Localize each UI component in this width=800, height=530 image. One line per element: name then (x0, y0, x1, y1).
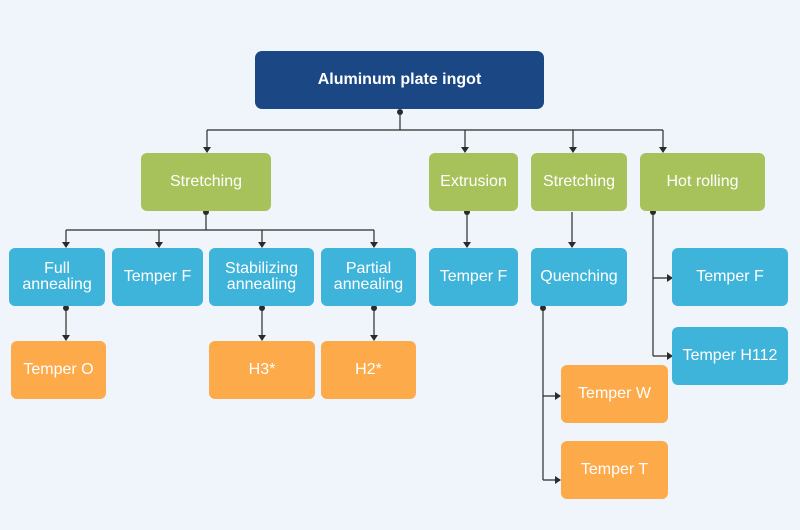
connector-root-bus (206, 112, 664, 152)
result-node-h3: H3* (209, 341, 315, 399)
arrow-head (370, 335, 378, 341)
step-node-stabilizing-annealing: Stabilizing annealing (209, 248, 314, 306)
arrow-head (370, 242, 378, 248)
step-node-full-annealing: Full annealing (9, 248, 105, 306)
arrow-head (568, 242, 576, 248)
process-node-hot-rolling: Hot rolling (640, 153, 765, 211)
result-node-temper-o: Temper O (11, 341, 106, 399)
arrow-head (258, 242, 266, 248)
arrow-head (155, 242, 163, 248)
arrow-head (258, 335, 266, 341)
arrow-head (555, 392, 561, 400)
result-node-temper-t: Temper T (561, 441, 668, 499)
root-node-aluminum-plate-ingot: Aluminum plate ingot (255, 51, 544, 109)
connector-dot (397, 109, 403, 115)
connector-stretching-bus (65, 212, 375, 247)
process-node-stretching-left: Stretching (141, 153, 271, 211)
step-node-temper-f-left: Temper F (112, 248, 203, 306)
arrow-head (555, 476, 561, 484)
connector-dot (540, 305, 546, 311)
process-node-stretching-right: Stretching (531, 153, 627, 211)
arrow-head (569, 147, 577, 153)
arrow-head (667, 274, 673, 282)
step-node-temper-f-hot-rolling: Temper F (672, 248, 788, 306)
arrow-head (62, 242, 70, 248)
connector-dot (371, 305, 377, 311)
connector-dot (259, 305, 265, 311)
result-node-temper-w: Temper W (561, 365, 668, 423)
step-node-temper-f-extrusion: Temper F (429, 248, 518, 306)
arrow-head (667, 352, 673, 360)
result-node-h2: H2* (321, 341, 416, 399)
connector-hot-rolling (652, 212, 672, 357)
step-node-temper-h112: Temper H112 (672, 327, 788, 385)
process-node-extrusion: Extrusion (429, 153, 518, 211)
arrow-head (463, 242, 471, 248)
connector-dot (63, 305, 69, 311)
step-node-partial-annealing: Partial annealing (321, 248, 416, 306)
arrow-head (203, 147, 211, 153)
arrow-head (659, 147, 667, 153)
arrow-head (62, 335, 70, 341)
arrow-head (461, 147, 469, 153)
step-node-quenching: Quenching (531, 248, 627, 306)
